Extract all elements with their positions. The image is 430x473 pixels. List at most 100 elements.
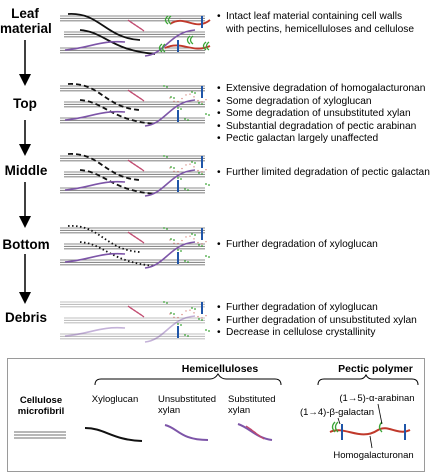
- xyloglucan-chain: [67, 153, 141, 181]
- degraded-homogalacturonan: [173, 242, 175, 245]
- degraded-arabinan: [180, 250, 182, 252]
- hemicelluloses-bracket: [94, 373, 282, 386]
- xylan-chain: [144, 241, 196, 269]
- arabinan-side-chain: [202, 41, 210, 51]
- legend-label-homogalacturonan: Homogalacturonan: [333, 450, 414, 461]
- degraded-arabinan: [184, 118, 186, 120]
- degraded-homogalacturonan: [189, 235, 191, 237]
- legend-label-arabinan: (1→5)-α-arabinan: [339, 393, 415, 404]
- degraded-homogalacturonan: [193, 238, 195, 240]
- stage-label-top: Top: [13, 96, 37, 111]
- degraded-homogalacturonan: [185, 164, 187, 166]
- xylan-substitution: [139, 97, 145, 102]
- degraded-homogalacturonan: [177, 170, 179, 173]
- degraded-arabinan: [187, 335, 189, 337]
- degraded-homogalacturonan: [205, 168, 207, 171]
- degraded-arabinan: [163, 155, 165, 157]
- degraded-arabinan: [208, 330, 210, 332]
- degraded-homogalacturonan: [173, 170, 175, 173]
- degraded-homogalacturonan: [201, 243, 203, 245]
- legend-xyloglucan-swatch: [84, 427, 143, 442]
- stage-label-middle: Middle: [4, 163, 48, 178]
- degraded-arabinan: [166, 86, 168, 88]
- description-item: Substantial degradation of pectic arabin…: [217, 121, 425, 134]
- degraded-homogalacturonan: [177, 242, 179, 245]
- description-item: Some degradation of unsubstituted xylan: [217, 108, 425, 121]
- degraded-homogalacturonan: [205, 314, 207, 317]
- degraded-homogalacturonan: [197, 169, 199, 172]
- degraded-homogalacturonan: [185, 310, 187, 312]
- degraded-arabinan: [191, 91, 193, 93]
- description-item: Further degradation of unsubstituted xyl…: [217, 315, 417, 328]
- degraded-arabinan: [194, 92, 196, 94]
- degraded-homogalacturonan: [181, 167, 183, 170]
- degraded-homogalacturonan: [181, 97, 183, 100]
- legend-box: [7, 358, 425, 472]
- degraded-homogalacturonan: [169, 239, 171, 241]
- xylan-chain: [144, 169, 196, 197]
- degraded-arabinan: [173, 97, 175, 99]
- degraded-arabinan: [163, 85, 165, 87]
- homogalacturonan-chain: [164, 44, 211, 50]
- degraded-homogalacturonan: [197, 99, 199, 102]
- cell-wall-illustration-3: [60, 225, 210, 269]
- xylan-substitution: [139, 239, 145, 244]
- degraded-homogalacturonan: [193, 96, 195, 98]
- xylan-chain: [64, 252, 126, 263]
- degraded-arabinan: [180, 108, 182, 110]
- degraded-homogalacturonan: [189, 163, 191, 165]
- description-item: Decrease in cellulose crystallinity: [217, 327, 417, 340]
- degraded-arabinan: [194, 308, 196, 310]
- cell-wall-illustrations: [60, 13, 211, 343]
- description-item: Further limited degradation of pectic ga…: [217, 167, 430, 180]
- legend-pointer: [337, 417, 341, 425]
- cell-wall-illustration-0: [60, 13, 211, 57]
- degraded-homogalacturonan: [181, 313, 183, 316]
- stage-description-top: Extensive degradation of homogalacturona…: [217, 83, 425, 146]
- degraded-arabinan: [191, 161, 193, 163]
- homogalacturonan-chain: [169, 19, 211, 26]
- degraded-arabinan: [201, 173, 203, 175]
- cell-wall-illustration-4: [60, 301, 210, 343]
- degraded-arabinan: [198, 318, 200, 320]
- degraded-arabinan: [170, 312, 172, 314]
- degraded-arabinan: [194, 234, 196, 236]
- degraded-arabinan: [187, 119, 189, 121]
- description-item: Further degradation of xyloglucan: [217, 302, 417, 315]
- degraded-arabinan: [201, 103, 203, 105]
- description-item: Further degradation of xyloglucan: [217, 239, 378, 252]
- degraded-homogalacturonan: [197, 315, 199, 318]
- description-item: Intact leaf material containing cell wal…: [217, 11, 422, 36]
- legend-artwork: [14, 373, 419, 449]
- xylan-chain: [144, 99, 196, 127]
- degraded-arabinan: [205, 113, 207, 115]
- degraded-homogalacturonan: [181, 239, 183, 242]
- degraded-homogalacturonan: [169, 313, 171, 315]
- stage-label-leaf: Leaf material: [0, 6, 52, 36]
- degraded-arabinan: [198, 172, 200, 174]
- legend-label-galactan: (1→4)-β-galactan: [299, 407, 375, 418]
- degraded-arabinan: [170, 96, 172, 98]
- cell-wall-illustration-1: [60, 83, 210, 127]
- degraded-arabinan: [180, 178, 182, 180]
- legend-substituted-xylan-swatch: [237, 423, 273, 441]
- description-item: Pectic galactan largely unaffected: [217, 133, 425, 146]
- xylan-chain: [64, 110, 126, 121]
- pectic-bracket: [317, 373, 419, 386]
- xylan-chain: [64, 180, 126, 191]
- xylan-chain: [144, 29, 196, 57]
- degraded-homogalacturonan: [193, 312, 195, 314]
- degraded-arabinan: [170, 166, 172, 168]
- degraded-arabinan: [198, 244, 200, 246]
- legend-pointer: [369, 435, 373, 449]
- degraded-arabinan: [173, 239, 175, 241]
- degraded-arabinan: [208, 114, 210, 116]
- degraded-homogalacturonan: [189, 93, 191, 95]
- degraded-homogalacturonan: [205, 240, 207, 243]
- description-item: Extensive degradation of homogalacturona…: [217, 83, 425, 96]
- xylan-substitution: [139, 313, 145, 318]
- stage-description-debris: Further degradation of xyloglucan Furthe…: [217, 302, 417, 340]
- legend-label-cellulose: Cellulose microfibril: [17, 395, 65, 417]
- degraded-arabinan: [208, 256, 210, 258]
